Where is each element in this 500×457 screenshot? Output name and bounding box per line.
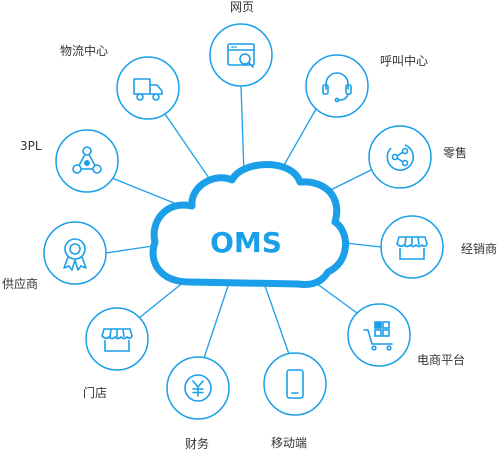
label-supplier: 供应商 [2, 277, 39, 291]
node-distributor[interactable] [380, 215, 444, 279]
label-mobile: 移动端 [271, 436, 308, 450]
node-callcenter[interactable] [305, 54, 369, 118]
label-logistics: 物流中心 [60, 44, 109, 58]
oms-cloud [149, 161, 349, 288]
browser-search-icon [227, 43, 255, 68]
node-logistics[interactable] [116, 56, 180, 120]
shopping-cart-icon [363, 321, 393, 351]
node-retail[interactable] [368, 125, 432, 189]
label-finance: 财务 [185, 437, 210, 451]
share-icon [386, 144, 415, 171]
smartphone-icon [286, 369, 304, 399]
node-store[interactable] [85, 307, 149, 371]
label-3pl: 3PL [20, 139, 42, 153]
storefront-icon [396, 236, 428, 260]
node-3pl[interactable] [55, 129, 119, 193]
label-store: 门店 [83, 386, 108, 400]
label-callcenter: 呼叫中心 [380, 54, 429, 68]
node-finance[interactable] [166, 356, 230, 420]
network-nodes-icon [72, 146, 102, 174]
oms-label: OMS [210, 226, 282, 259]
node-web[interactable] [209, 23, 273, 87]
label-retail: 零售 [443, 146, 468, 160]
node-supplier[interactable] [43, 221, 107, 285]
label-distributor: 经销商 [461, 242, 498, 256]
node-mobile[interactable] [263, 352, 327, 416]
label-web: 网页 [230, 0, 255, 14]
headset-icon [322, 72, 352, 103]
shop-icon [101, 328, 133, 352]
yen-coin-icon [184, 374, 212, 402]
node-ecommerce[interactable] [347, 303, 411, 367]
medal-badge-icon [63, 238, 87, 271]
label-ecommerce: 电商平台 [417, 353, 466, 367]
delivery-truck-icon [133, 78, 163, 101]
